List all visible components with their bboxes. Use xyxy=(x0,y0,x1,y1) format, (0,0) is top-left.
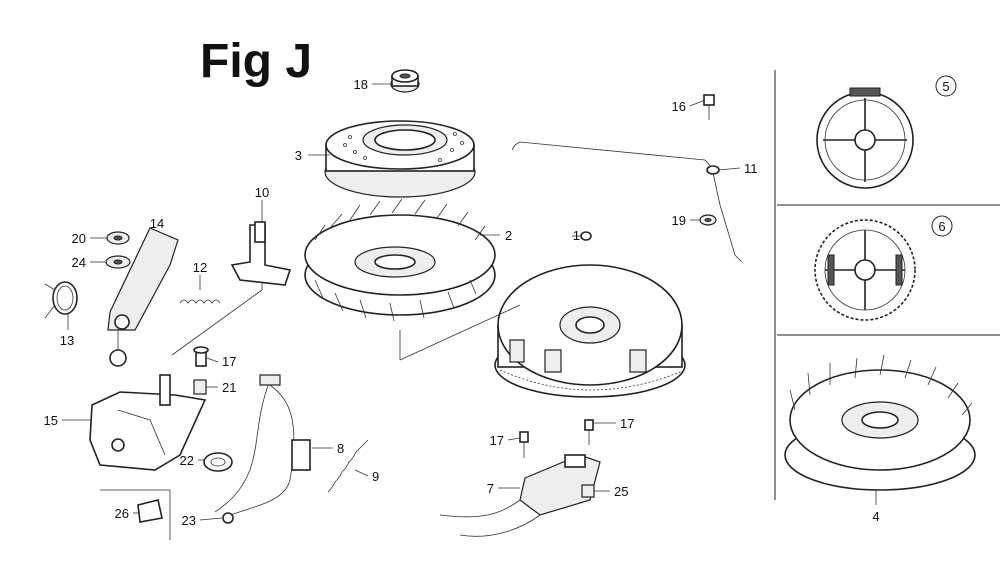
callout-25: 25 xyxy=(614,484,628,499)
callout-7: 7 xyxy=(487,481,494,496)
callout-9: 9 xyxy=(372,469,379,484)
callout-23: 23 xyxy=(182,513,196,528)
callout-26: 26 xyxy=(115,506,129,521)
control-rod-icon xyxy=(511,141,743,263)
cooling-fan-icon xyxy=(304,198,496,322)
callout-24: 24 xyxy=(72,255,86,270)
callout-21: 21 xyxy=(222,380,236,395)
nut-icon-2 xyxy=(699,214,717,226)
fan-variant-6-icon xyxy=(814,219,916,321)
spring-icon-2 xyxy=(327,439,369,493)
spring-icon xyxy=(179,299,221,304)
starter-pulley-icon xyxy=(324,120,476,198)
torsion-spring-icon xyxy=(44,281,78,319)
callout-17: 17 xyxy=(222,354,236,369)
bolt-icon-2 xyxy=(703,94,715,120)
bolt-icon-3 xyxy=(519,419,594,458)
callout-circle-5 xyxy=(935,75,957,97)
nut-icon xyxy=(390,69,420,93)
fan-variant-5-icon xyxy=(816,87,914,189)
callout-15: 15 xyxy=(44,413,58,428)
figure-title: Fig J xyxy=(200,35,313,88)
callout-5: 5 xyxy=(942,79,949,94)
base-bracket-icon xyxy=(89,374,207,471)
bolt-icon xyxy=(193,346,209,395)
clamp-icon xyxy=(203,452,233,472)
callout-circle-6 xyxy=(931,215,953,237)
callout-4: 4 xyxy=(872,509,879,524)
flywheel-icon xyxy=(494,264,686,398)
callout-17-b: 17 xyxy=(490,433,504,448)
ignition-coil-icon xyxy=(439,454,601,537)
callout-12: 12 xyxy=(193,260,207,275)
callout-16: 16 xyxy=(672,99,686,114)
wire-harness-icon xyxy=(214,374,311,524)
callout-19: 19 xyxy=(672,213,686,228)
fan-variant-4-icon xyxy=(784,354,976,491)
callout-17-c: 17 xyxy=(620,416,634,431)
small-bracket-icon xyxy=(137,499,163,523)
callout-22: 22 xyxy=(180,453,194,468)
callout-2: 2 xyxy=(505,228,512,243)
inset-box-line xyxy=(100,489,171,540)
bracket-icon xyxy=(230,221,292,286)
callout-3: 3 xyxy=(295,148,302,163)
callout-11: 11 xyxy=(744,161,758,176)
callout-10: 10 xyxy=(255,185,269,200)
callout-1: 1 xyxy=(573,228,580,243)
screw-icon xyxy=(580,231,592,241)
callout-13: 13 xyxy=(60,333,74,348)
leader-lines xyxy=(62,83,877,521)
washer-icon xyxy=(105,231,131,269)
callout-14: 14 xyxy=(150,216,164,231)
callout-18: 18 xyxy=(354,77,368,92)
callout-8: 8 xyxy=(337,441,344,456)
callout-20: 20 xyxy=(72,231,86,246)
governor-arm-icon xyxy=(107,227,179,367)
callout-6: 6 xyxy=(938,219,945,234)
